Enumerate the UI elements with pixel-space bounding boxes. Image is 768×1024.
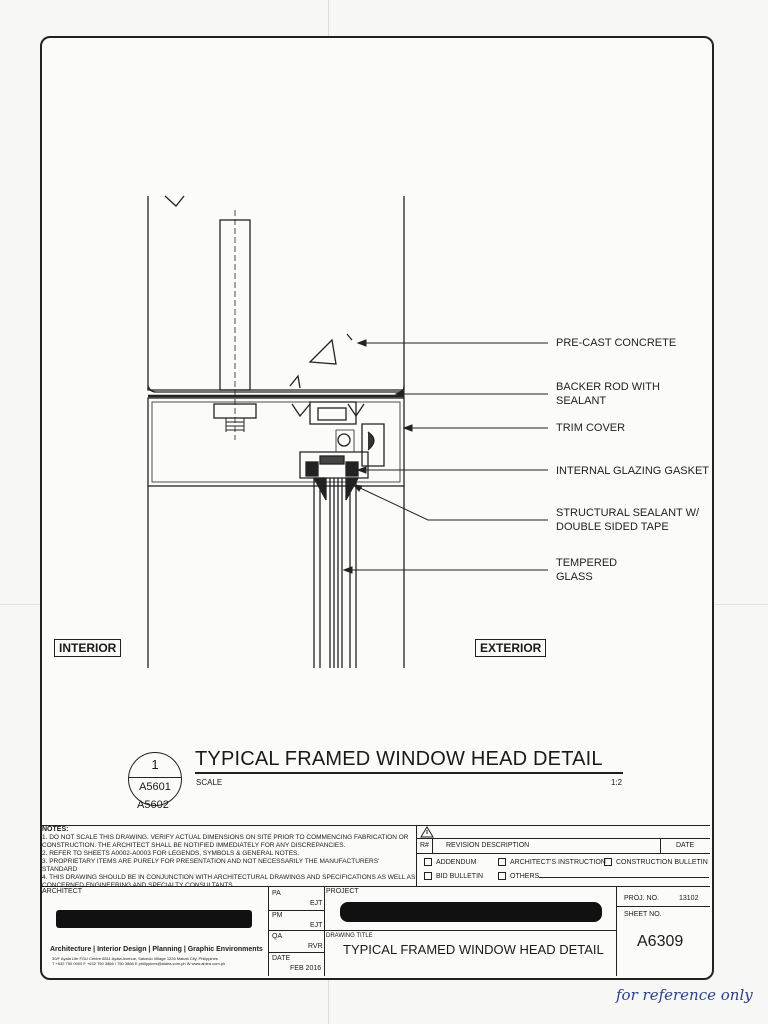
- glazing-pocket: [299, 451, 369, 479]
- scale-label: SCALE: [196, 778, 223, 787]
- checkbox-bid-bulletin[interactable]: BID BULLETIN: [424, 872, 483, 880]
- signoff-qa-initials: RVR: [308, 943, 323, 950]
- project-rule: [324, 930, 616, 931]
- callout-backer-rod: BACKER ROD WITH SEALANT: [556, 381, 660, 407]
- signoff-date-value: FEB 2016: [290, 965, 322, 972]
- anchor-nut: [213, 403, 257, 419]
- detail-sheet-ref-2: A5602: [137, 799, 169, 811]
- callout-tempered-glass: TEMPERED GLASS: [556, 557, 618, 583]
- signoff-rule: [268, 930, 324, 931]
- proj-no-label: PROJ. NO.: [624, 895, 660, 902]
- warning-triangle-icon: [420, 826, 434, 838]
- redacted-architect-logo: [56, 910, 252, 928]
- aggregate-mark: [308, 338, 337, 365]
- checkbox-architects-instruction[interactable]: ARCHITECT'S INSTRUCTION: [498, 858, 606, 866]
- signoff-rule: [268, 952, 324, 953]
- notes-body: 1. DO NOT SCALE THIS DRAWING. VERIFY ACT…: [42, 834, 416, 889]
- detail-title: TYPICAL FRAMED WINDOW HEAD DETAIL: [195, 748, 603, 770]
- detail-callout-circle: 1 A5601: [128, 752, 182, 806]
- checkbox-label: OTHERS: [510, 872, 540, 880]
- architect-services: Architecture | Interior Design | Plannin…: [50, 946, 263, 953]
- callout-trim-cover: TRIM COVER: [556, 422, 626, 434]
- architect-divider: [268, 886, 269, 976]
- detail-sheet-ref: A5601: [139, 781, 171, 793]
- drawing-title-label: DRAWING TITLE: [326, 933, 373, 939]
- checkbox-construction-bulletin[interactable]: CONSTRUCTION BULLETIN: [604, 858, 708, 866]
- frame-clip: [291, 403, 311, 418]
- callout-structural-sealant: STRUCTURAL SEALANT W/ DOUBLE SIDED TAPE: [556, 507, 700, 533]
- proj-no-value: 13102: [679, 895, 699, 902]
- revision-number-label: R#: [420, 842, 429, 849]
- revision-date-label: DATE: [676, 842, 695, 849]
- revision-col: [432, 838, 433, 853]
- signoff-date-role: DATE: [272, 955, 291, 962]
- signoff-pm-role: PM: [272, 912, 283, 919]
- gasket-left: [305, 461, 319, 477]
- revision-divider: [416, 825, 417, 886]
- aggregate-mark: [289, 374, 301, 389]
- title-block-mid-rule: [40, 886, 710, 887]
- detail-number: 1: [151, 757, 159, 772]
- sheet-no-value: A6309: [637, 933, 684, 950]
- callout-precast-concrete: PRE-CAST CONCRETE: [556, 337, 677, 349]
- notes-heading: NOTES:: [42, 826, 69, 833]
- architect-address: 30/F Ayala Life FGU Centre 6811 Ayala Av…: [52, 956, 226, 966]
- checkbox-label: ADDENDUM: [436, 858, 477, 866]
- sheet-no-label: SHEET NO.: [624, 911, 662, 918]
- sheetno-divider: [616, 886, 617, 976]
- signoff-pm-initials: EJT: [310, 922, 323, 929]
- exterior-label: EXTERIOR: [475, 639, 547, 657]
- callout-glazing-gasket: INTERNAL GLAZING GASKET: [556, 465, 710, 477]
- checkbox-label: CONSTRUCTION BULLETIN: [616, 858, 708, 866]
- title-underline: [195, 772, 623, 774]
- title-block-top-rule: [40, 825, 710, 826]
- scale-value: 1:2: [611, 778, 623, 787]
- checkbox-others[interactable]: OTHERS: [498, 872, 710, 880]
- signoff-rule: [268, 910, 324, 911]
- architect-label: ARCHITECT: [42, 888, 83, 895]
- projno-rule: [616, 906, 710, 907]
- signoff-divider: [324, 886, 325, 976]
- redacted-project-name: [340, 902, 602, 922]
- checkbox-label: ARCHITECT'S INSTRUCTION: [510, 858, 606, 866]
- drawing-sheet: [40, 36, 714, 980]
- revision-col: [660, 838, 661, 853]
- revision-rule: [416, 838, 710, 839]
- project-label: PROJECT: [326, 888, 359, 895]
- aggregate-mark: [346, 333, 353, 341]
- checkbox-label: BID BULLETIN: [436, 872, 484, 880]
- signoff-qa-role: QA: [272, 933, 283, 940]
- drawing-title: TYPICAL FRAMED WINDOW HEAD DETAIL: [343, 942, 604, 957]
- revision-description-label: REVISION DESCRIPTION: [446, 842, 530, 849]
- checkbox-addendum[interactable]: ADDENDUM: [424, 858, 476, 866]
- concrete-bottom-edge: [147, 385, 405, 393]
- gasket-right: [345, 461, 359, 477]
- revision-rule: [416, 853, 710, 854]
- aggregate-mark: [164, 195, 185, 207]
- signoff-pa-initials: EJT: [310, 900, 323, 907]
- precast-concrete-outline: [147, 196, 405, 391]
- head-frame: [147, 397, 405, 487]
- interior-label: INTERIOR: [54, 639, 122, 657]
- handwritten-note: for reference only: [616, 986, 753, 1004]
- signoff-pa-role: PA: [272, 890, 281, 897]
